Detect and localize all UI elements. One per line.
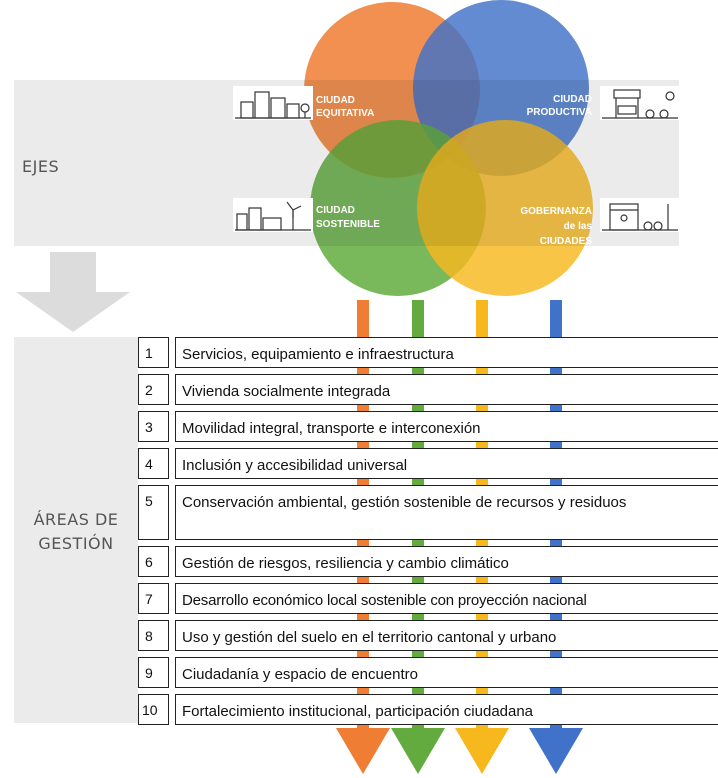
row-text: Inclusión y accesibilidad universal (175, 448, 718, 479)
down-arrow-icon (16, 252, 130, 332)
row-text: Desarrollo económico local sostenible co… (175, 583, 718, 614)
label-sostenible-1: CIUDAD (316, 205, 355, 216)
circle-gobernanza (417, 120, 593, 296)
row-number: 1 (138, 337, 169, 368)
label-equitativa-1: CIUDAD (316, 95, 355, 106)
areas-label-line1: ÁREAS DE (33, 510, 119, 529)
row-text: Conservación ambiental, gestión sostenib… (175, 485, 718, 540)
label-gobernanza-3: CIUDADES (540, 236, 593, 247)
table-row: 8 Uso y gestión del suelo en el territor… (138, 620, 718, 651)
city-buildings-icon (233, 86, 313, 120)
row-number: 5 (138, 485, 169, 540)
row-number: 7 (138, 583, 169, 614)
venn-diagram: CIUDAD EQUITATIVA CIUDAD PRODUCTIVA CIUD… (304, 0, 593, 296)
row-text: Ciudadanía y espacio de encuentro (175, 657, 718, 688)
market-stall-icon (600, 86, 680, 120)
areas-label-line2: GESTIÓN (38, 534, 114, 553)
row-number: 3 (138, 411, 169, 442)
label-sostenible-2: SOSTENIBLE (316, 219, 380, 230)
row-text: Movilidad integral, transporte e interco… (175, 411, 718, 442)
row-number: 6 (138, 546, 169, 577)
row-number: 9 (138, 657, 169, 688)
table-row: 4 Inclusión y accesibilidad universal (138, 448, 718, 479)
wind-turbine-city-icon (233, 198, 313, 232)
table-row: 3 Movilidad integral, transporte e inter… (138, 411, 718, 442)
label-equitativa-2: EQUITATIVA (316, 108, 374, 119)
public-space-icon (600, 198, 680, 232)
label-gobernanza-1: GOBERNANZA (520, 206, 592, 217)
row-number: 8 (138, 620, 169, 651)
row-number: 10 (138, 694, 169, 725)
table-row: 5 Conservación ambiental, gestión sosten… (138, 485, 718, 540)
table-row: 10 Fortalecimiento institucional, partic… (138, 694, 718, 725)
table-row: 2 Vivienda socialmente integrada (138, 374, 718, 405)
label-gobernanza-2: de las (564, 221, 593, 232)
ejes-label: EJES (22, 157, 60, 176)
areas-band (14, 337, 138, 723)
row-text: Uso y gestión del suelo en el territorio… (175, 620, 718, 651)
row-number: 2 (138, 374, 169, 405)
areas-label: ÁREAS DE GESTIÓN (14, 508, 138, 556)
row-text: Fortalecimiento institucional, participa… (175, 694, 718, 725)
table-row: 9 Ciudadanía y espacio de encuentro (138, 657, 718, 688)
table-row: 6 Gestión de riesgos, resiliencia y camb… (138, 546, 718, 577)
row-text: Vivienda socialmente integrada (175, 374, 718, 405)
label-productiva-2: PRODUCTIVA (527, 107, 592, 118)
row-text: Gestión de riesgos, resiliencia y cambio… (175, 546, 718, 577)
table-row: 1 Servicios, equipamiento e infraestruct… (138, 337, 718, 368)
table-row: 7 Desarrollo económico local sostenible … (138, 583, 718, 614)
label-productiva-1: CIUDAD (553, 94, 592, 105)
row-text: Servicios, equipamiento e infraestructur… (175, 337, 718, 368)
row-number: 4 (138, 448, 169, 479)
